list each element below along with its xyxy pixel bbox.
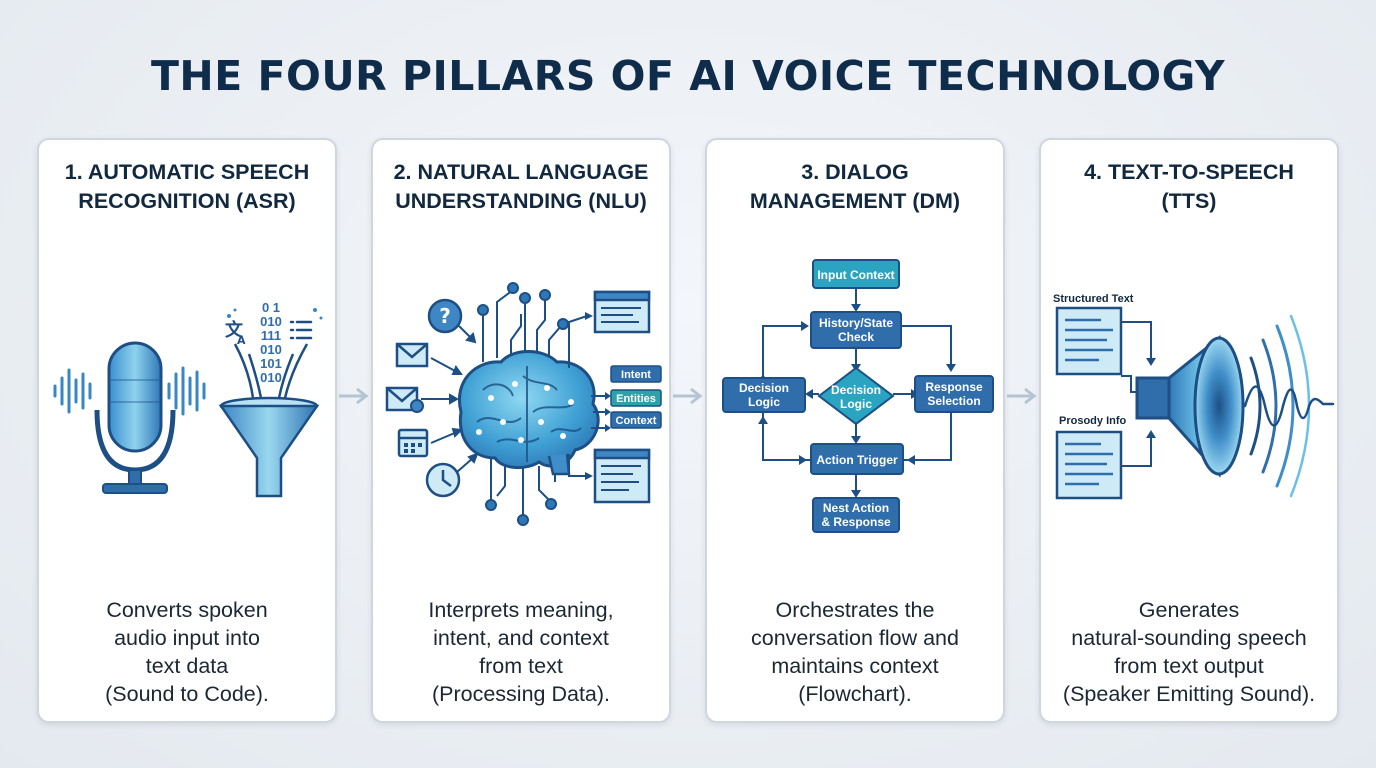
tag-label: Intent xyxy=(621,369,651,381)
arrow-right-icon xyxy=(1007,387,1037,405)
pillar-title: 2. NATURAL LANGUAGE UNDERSTANDING (NLU) xyxy=(373,158,669,216)
pillar-title-line: MANAGEMENT (DM) xyxy=(749,189,961,213)
pillar-title-line: (TTS) xyxy=(1161,189,1217,213)
document-icon xyxy=(1055,306,1123,376)
speaker-icon xyxy=(1135,334,1245,478)
binary-digits: 010 xyxy=(260,342,282,357)
desc-line: Generates xyxy=(1138,598,1240,622)
svg-text:文: 文 xyxy=(225,319,244,341)
document-icon xyxy=(593,290,651,334)
decision-logic-node: Logic xyxy=(748,395,780,409)
pillar-title-line: 3. DIALOG xyxy=(801,160,909,184)
desc-line: (Flowchart). xyxy=(798,682,912,706)
arrow-right-icon xyxy=(673,387,703,405)
binary-digits: 010 xyxy=(260,370,282,385)
tts-illustration: Structured Text Prosody Info xyxy=(1053,293,1335,500)
document-icon xyxy=(593,448,651,504)
desc-line: Converts spoken xyxy=(106,598,268,622)
question-icon: ? xyxy=(427,298,463,334)
desc-line: text data xyxy=(145,654,229,678)
binary-digits: 111 xyxy=(261,328,281,343)
desc-line: intent, and context xyxy=(433,626,609,650)
pillar-description: Orchestrates the conversation flow and m… xyxy=(707,596,1003,708)
pillar-title-line: 2. NATURAL LANGUAGE xyxy=(393,160,649,184)
asr-illustration: 0 1 010 111 010 101 010 文 A xyxy=(53,300,323,498)
microphone-icon xyxy=(94,341,176,494)
attachment-mail-icon xyxy=(385,386,424,413)
desc-line: audio input into xyxy=(114,626,260,650)
pillar-title: 3. DIALOG MANAGEMENT (DM) xyxy=(707,158,1003,216)
history-state-node: History/State xyxy=(819,316,893,330)
input-context-node: Input Context xyxy=(817,268,894,282)
structured-text-label: Structured Text xyxy=(1053,293,1134,305)
svg-text:?: ? xyxy=(439,304,451,328)
response-selection-node: Selection xyxy=(927,394,980,408)
desc-line: from text output xyxy=(1114,654,1264,678)
decision-diamond: Logic xyxy=(840,397,872,411)
decision-diamond: Decision xyxy=(831,383,881,397)
clock-icon xyxy=(425,462,461,498)
binary-digits: 010 xyxy=(260,314,282,329)
calendar-icon xyxy=(397,428,429,458)
response-selection-node: Response xyxy=(925,380,983,394)
binary-digits: 101 xyxy=(260,356,282,371)
desc-line: maintains context xyxy=(771,654,939,678)
dm-flowchart: Input Context History/State Check Decisi… xyxy=(722,259,994,533)
pillar-description: Converts spoken audio input into text da… xyxy=(39,596,335,708)
funnel-icon xyxy=(218,396,320,498)
pillar-title: 1. AUTOMATIC SPEECH RECOGNITION (ASR) xyxy=(39,158,335,216)
list-icon xyxy=(289,320,313,340)
prosody-info-label: Prosody Info xyxy=(1059,415,1127,427)
pillar-card-asr: 1. AUTOMATIC SPEECH RECOGNITION (ASR) xyxy=(37,138,337,723)
sound-wave-icon xyxy=(53,366,206,416)
document-icon xyxy=(1055,430,1123,500)
pillar-title-line: UNDERSTANDING (NLU) xyxy=(395,189,647,213)
pillar-title-line: 4. TEXT-TO-SPEECH xyxy=(1084,160,1294,184)
binary-digits: 0 1 xyxy=(262,300,280,315)
pillar-title-line: RECOGNITION (ASR) xyxy=(78,189,296,213)
nlu-illustration: ? xyxy=(385,282,662,526)
action-trigger-node: Action Trigger xyxy=(816,453,898,467)
pillar-description: Generates natural-sounding speech from t… xyxy=(1041,596,1337,708)
pillar-card-dm: 3. DIALOG MANAGEMENT (DM) xyxy=(705,138,1005,723)
decision-logic-node: Decision xyxy=(739,381,789,395)
pillar-description: Interprets meaning, intent, and context … xyxy=(373,596,669,708)
desc-line: from text xyxy=(479,654,563,678)
tag-label: Entities xyxy=(616,393,656,405)
context-tag: Context xyxy=(610,411,662,429)
desc-line: natural-sounding speech xyxy=(1071,626,1307,650)
next-action-node: Nest Action xyxy=(823,501,889,515)
next-action-node: & Response xyxy=(821,515,891,529)
desc-line: (Processing Data). xyxy=(431,682,611,706)
pillar-card-tts: 4. TEXT-TO-SPEECH (TTS) Structured Text … xyxy=(1039,138,1339,723)
tag-label: Context xyxy=(616,415,657,427)
sound-wave-icon xyxy=(1243,314,1335,498)
brain-icon xyxy=(458,350,600,476)
pillar-title-line: 1. AUTOMATIC SPEECH xyxy=(64,160,310,184)
svg-text:A: A xyxy=(237,334,246,347)
intent-tag: Intent xyxy=(610,365,662,383)
pillar-card-nlu: 2. NATURAL LANGUAGE UNDERSTANDING (NLU) xyxy=(371,138,671,723)
history-state-node: Check xyxy=(838,330,874,344)
desc-line: Interprets meaning, xyxy=(428,598,614,622)
desc-line: conversation flow and xyxy=(751,626,959,650)
desc-line: (Speaker Emitting Sound). xyxy=(1062,682,1316,706)
arrow-right-icon xyxy=(339,387,369,405)
translate-icon: 文 A xyxy=(225,319,246,347)
entities-tag: Entities xyxy=(610,389,662,407)
desc-line: Orchestrates the xyxy=(775,598,935,622)
pillar-title: 4. TEXT-TO-SPEECH (TTS) xyxy=(1041,158,1337,216)
desc-line: (Sound to Code). xyxy=(105,682,269,706)
mail-icon xyxy=(395,342,429,368)
page-title: THE FOUR PILLARS OF AI VOICE TECHNOLOGY xyxy=(150,52,1226,100)
